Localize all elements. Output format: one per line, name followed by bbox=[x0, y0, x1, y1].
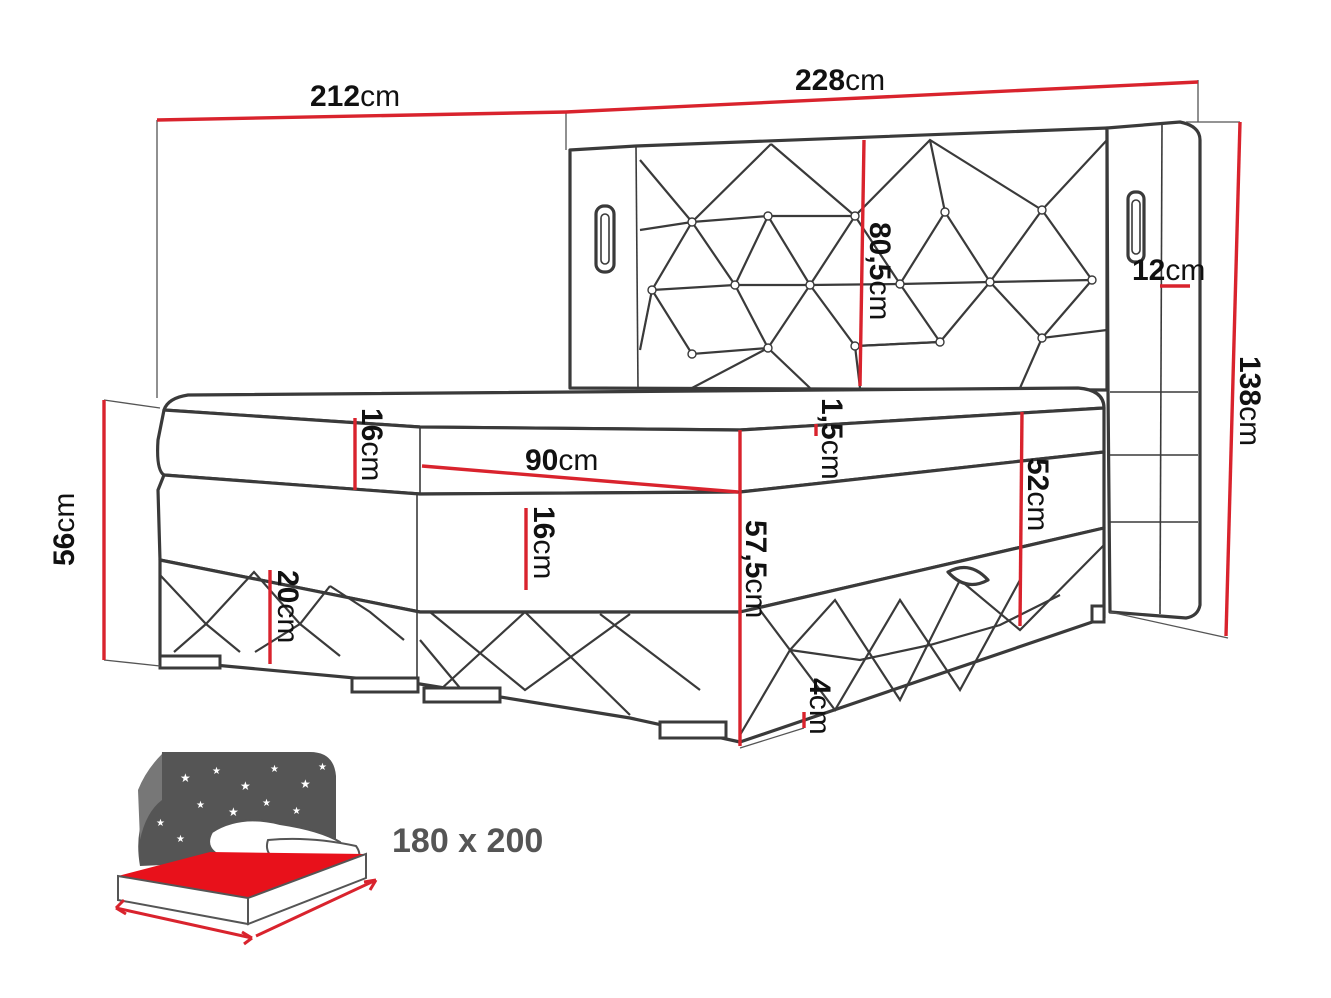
headboard-buttons bbox=[647, 205, 1097, 359]
label-16a: 16cm bbox=[355, 408, 388, 481]
star-icons: ★ ★ ★ ★ ★ ★ ★ ★ ★ ★ ★ ★ bbox=[156, 762, 327, 845]
mattress-size-label: 180 x 200 bbox=[392, 822, 543, 860]
label-57-5: 57,5cm bbox=[739, 520, 772, 618]
dimension-lines bbox=[102, 80, 1242, 746]
svg-text:★: ★ bbox=[180, 771, 191, 785]
svg-text:★: ★ bbox=[300, 777, 311, 791]
label-4: 4cm bbox=[803, 678, 836, 735]
label-12: 12cm bbox=[1132, 254, 1205, 287]
dim-line-80-5 bbox=[858, 139, 866, 387]
left-lamp-icon bbox=[594, 204, 616, 274]
headboard bbox=[568, 120, 1202, 620]
storage-handle-icon bbox=[946, 565, 990, 587]
dimension-labels: 212cm 228cm 80,5cm 12cm 138cm 1,5cm 16cm… bbox=[48, 64, 1266, 735]
svg-text:★: ★ bbox=[176, 834, 185, 845]
headboard-right-wing bbox=[1105, 120, 1202, 620]
label-212: 212cm bbox=[310, 80, 400, 113]
svg-text:★: ★ bbox=[270, 764, 279, 775]
dim-line-138 bbox=[1224, 121, 1242, 637]
bed-feet bbox=[158, 604, 1106, 740]
guide-lines bbox=[103, 80, 1240, 749]
svg-text:★: ★ bbox=[228, 805, 239, 819]
svg-text:★: ★ bbox=[262, 798, 271, 809]
bed-body bbox=[156, 386, 1106, 744]
svg-text:★: ★ bbox=[292, 806, 301, 817]
svg-text:★: ★ bbox=[240, 779, 251, 793]
label-16b: 16cm bbox=[527, 506, 560, 579]
label-52: 52cm bbox=[1021, 458, 1054, 531]
mattress-size-icon: ★ ★ ★ ★ ★ ★ ★ ★ ★ ★ ★ ★ bbox=[114, 752, 378, 946]
dim-line-52 bbox=[1018, 411, 1024, 627]
svg-text:★: ★ bbox=[212, 766, 221, 777]
label-56: 56cm bbox=[48, 493, 81, 566]
dim-line-90 bbox=[421, 464, 739, 494]
svg-text:★: ★ bbox=[196, 800, 205, 811]
label-1-5: 1,5cm bbox=[815, 398, 848, 480]
label-20: 20cm bbox=[271, 570, 304, 643]
dim-line-228 bbox=[565, 80, 1199, 114]
label-80-5: 80,5cm bbox=[863, 222, 896, 320]
right-lamp-icon bbox=[1126, 190, 1146, 264]
label-228: 228cm bbox=[795, 64, 885, 97]
svg-text:★: ★ bbox=[318, 762, 327, 773]
dim-line-212 bbox=[156, 110, 567, 122]
svg-text:★: ★ bbox=[156, 818, 165, 829]
label-138: 138cm bbox=[1233, 356, 1266, 446]
label-90: 90cm bbox=[525, 444, 598, 477]
